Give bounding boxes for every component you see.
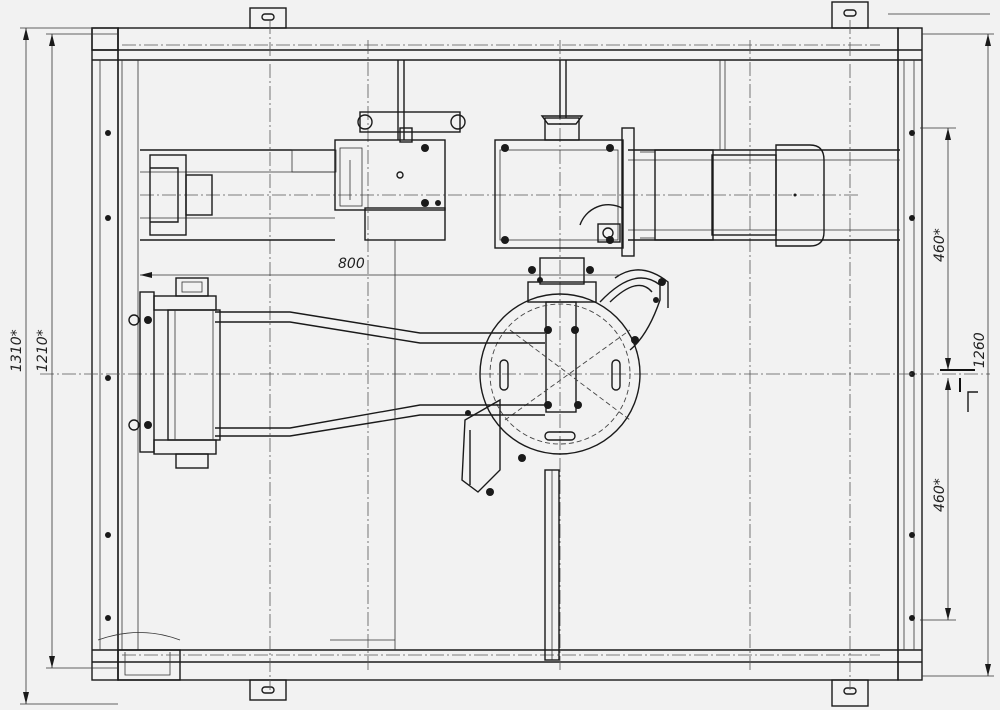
center-lines	[40, 20, 990, 690]
dim-800: 800	[338, 256, 365, 272]
curved-chute	[461, 269, 669, 496]
dim-460-bottom: 460*	[932, 478, 948, 512]
motor	[640, 144, 825, 247]
corner-brackets	[91, 27, 181, 681]
bearing-housing	[334, 139, 446, 241]
dimension-lines	[20, 13, 994, 705]
outer-frame	[91, 27, 923, 681]
clevis-bracket	[357, 111, 466, 143]
dim-1260: 1260	[972, 332, 988, 368]
roller-assembly	[128, 277, 221, 469]
dim-1310: 1310*	[9, 329, 25, 372]
dim-460-top: 460*	[932, 228, 948, 262]
tie-rods	[397, 60, 726, 150]
bottom-strip	[544, 469, 560, 661]
gearbox	[494, 115, 635, 257]
swing-arm	[215, 311, 545, 437]
dim-1210: 1210*	[35, 329, 51, 372]
shaft-coupling	[527, 257, 597, 413]
frame-holes	[105, 130, 915, 621]
